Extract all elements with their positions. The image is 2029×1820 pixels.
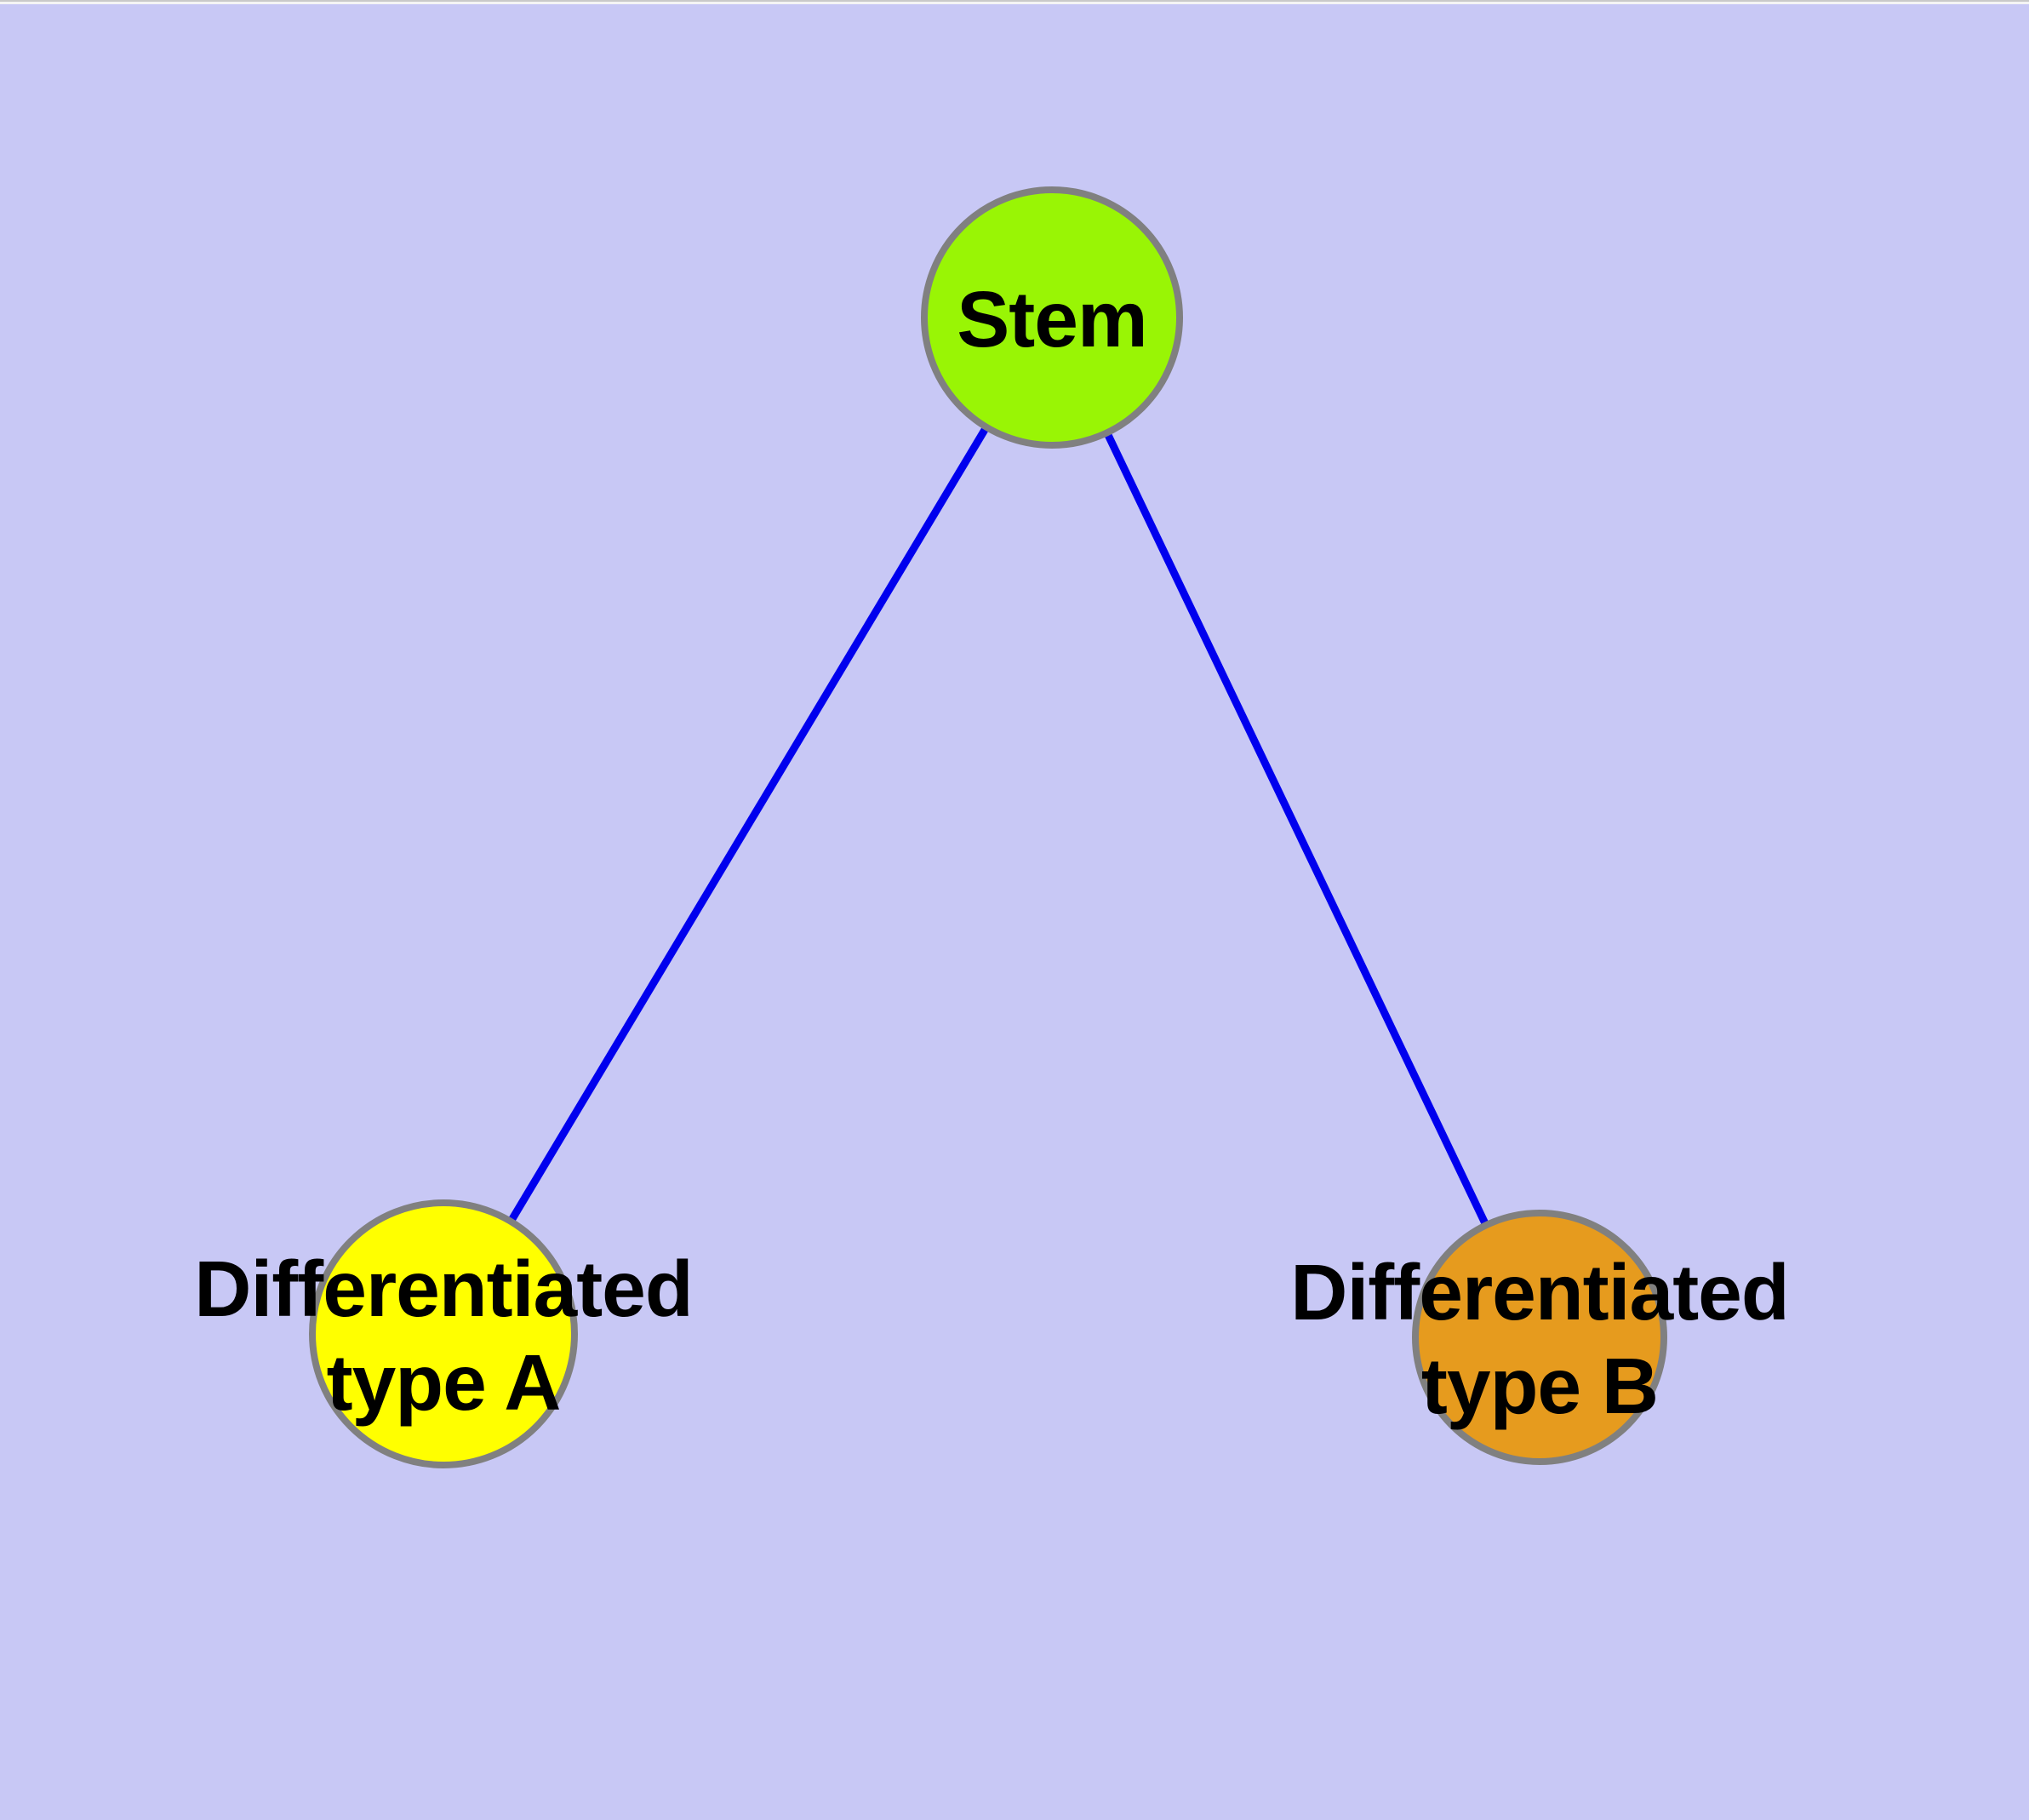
node-label-line: type A	[327, 1338, 561, 1427]
node-stem[interactable]	[921, 186, 1183, 449]
edge-stem-to-type-b	[1103, 431, 1490, 1228]
node-label-line: Stem	[957, 275, 1146, 363]
edge-stem-to-type-a	[507, 425, 990, 1224]
top-edge-strip	[0, 0, 2029, 4]
node-label-line: Differentiated	[1290, 1248, 1788, 1336]
node-label-stem: Stem	[957, 275, 1146, 363]
node-label-line: type B	[1421, 1342, 1658, 1430]
node-label-line: Differentiated	[194, 1245, 692, 1333]
node-type-b[interactable]	[1412, 1210, 1667, 1465]
node-type-a[interactable]	[309, 1199, 578, 1468]
